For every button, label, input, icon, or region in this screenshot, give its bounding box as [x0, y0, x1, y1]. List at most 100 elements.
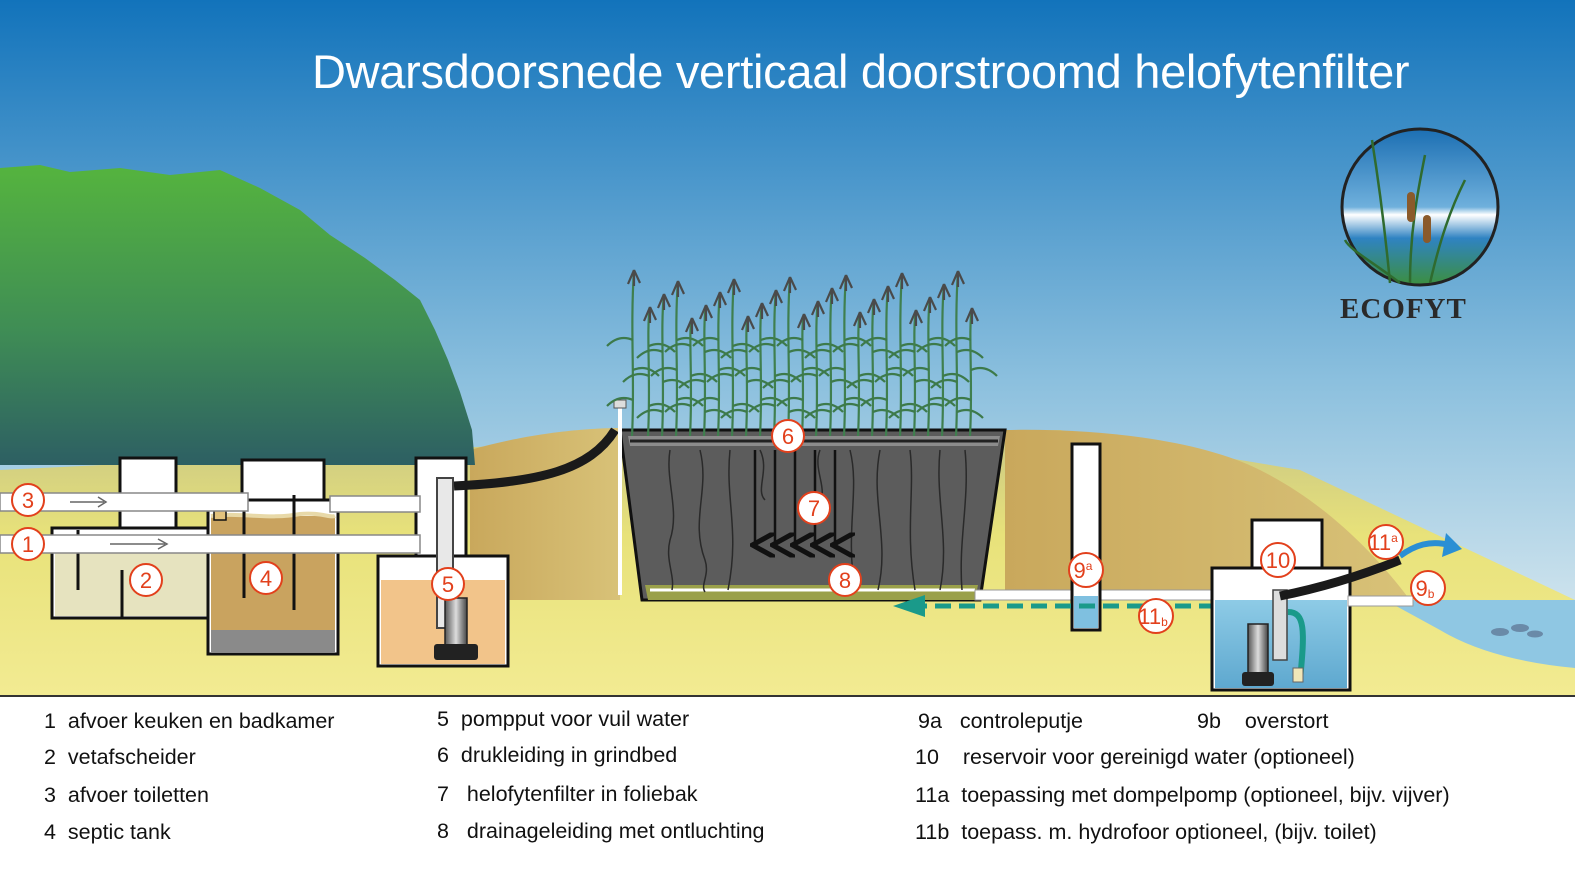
- reed-stem: [716, 291, 722, 437]
- reed-leaf: [748, 342, 776, 353]
- reed-leaf: [762, 378, 790, 389]
- reed-leaf: [902, 366, 930, 377]
- reed-leaf: [776, 336, 804, 347]
- legend-item-1: 1 afvoer keuken en badkamer: [44, 709, 335, 733]
- legend-item-11b: 11b toepass. m. hydrofoor optioneel, (bi…: [915, 820, 1377, 844]
- badge-4: 4: [249, 561, 283, 595]
- reed-leaf: [832, 402, 860, 413]
- reed-leaf: [636, 348, 664, 359]
- reed-stem: [702, 304, 708, 437]
- overflow-pipe: [1347, 595, 1414, 607]
- reeds: [606, 269, 998, 437]
- reed-leaf: [650, 366, 678, 377]
- legend-item-8: 8 drainageleiding met ontluchting: [437, 819, 765, 843]
- reed-stem: [730, 278, 736, 437]
- reed-plume: [642, 306, 657, 323]
- legend-item-4: 4 septic tank: [44, 820, 171, 844]
- reed-leaf: [846, 378, 874, 389]
- reed-leaf: [664, 342, 692, 353]
- legend-item-3: 3 afvoer toiletten: [44, 783, 209, 807]
- badge-1: 1: [11, 527, 45, 561]
- svg-text:10: 10: [1266, 548, 1290, 573]
- svg-text:8: 8: [839, 568, 851, 593]
- reed-stem: [674, 280, 680, 437]
- pump-pit-5: [376, 456, 510, 668]
- legend-item-11a: 11a toepassing met dompelpomp (optioneel…: [915, 783, 1450, 807]
- page-title: Dwarsdoorsnede verticaal doorstroomd hel…: [312, 45, 1410, 98]
- reed-leaf: [748, 402, 776, 413]
- reed-leaf: [720, 408, 748, 419]
- reed-plume: [712, 291, 727, 308]
- reed-leaf: [692, 396, 720, 407]
- legend-item-7: 7 helofytenfilter in foliebak: [437, 782, 698, 806]
- reed-leaf: [692, 336, 720, 347]
- reed-stem: [786, 276, 792, 437]
- reed-leaf: [790, 372, 818, 383]
- reed-leaf: [930, 378, 958, 389]
- badge-6: 6: [771, 419, 805, 453]
- reed-plume: [796, 313, 811, 330]
- reed-stem: [870, 298, 876, 437]
- reed-leaf: [664, 402, 692, 413]
- svg-text:4: 4: [260, 566, 272, 591]
- svg-text:9a: 9a: [1074, 558, 1093, 583]
- pipes: [0, 492, 421, 554]
- badge-11b: 11b: [1138, 598, 1174, 634]
- reed-plume: [824, 287, 839, 304]
- badge-8: 8: [828, 563, 862, 597]
- reed-stem: [940, 283, 946, 437]
- reed-leaf: [860, 396, 888, 407]
- svg-text:11a: 11a: [1368, 530, 1398, 555]
- reed-stem: [646, 306, 652, 437]
- reed-plume: [698, 304, 713, 321]
- legend-item-6: 6 drukleiding in grindbed: [437, 743, 678, 767]
- reed-leaf: [734, 366, 762, 377]
- reed-plume: [950, 270, 965, 287]
- reed-stem: [884, 285, 890, 437]
- fish-icon: [1491, 624, 1543, 638]
- reed-stem: [660, 293, 666, 437]
- reed-plume: [670, 280, 685, 297]
- svg-text:9b: 9b: [1416, 576, 1435, 601]
- reed-plume: [922, 296, 937, 313]
- svg-text:7: 7: [808, 496, 820, 521]
- reed-plume: [740, 315, 755, 332]
- reed-plume: [626, 269, 641, 286]
- svg-text:11b: 11b: [1138, 604, 1168, 629]
- reed-plume: [852, 311, 867, 328]
- reed-leaf: [776, 396, 804, 407]
- legend-item-10: 10 reservoir voor gereinigd water (optio…: [915, 745, 1355, 769]
- reed-leaf: [916, 342, 944, 353]
- svg-text:5: 5: [442, 572, 454, 597]
- legend: 1 afvoer keuken en badkamer 2 vetafschei…: [0, 695, 1575, 870]
- reed-plume: [908, 309, 923, 326]
- pressure-hose: [453, 427, 619, 491]
- reed-plume: [754, 302, 769, 319]
- reed-plume: [656, 293, 671, 310]
- reed-leaf: [622, 372, 650, 383]
- badge-3: 3: [11, 483, 45, 517]
- reed-leaf: [860, 336, 888, 347]
- reed-plume: [866, 298, 881, 315]
- reed-leaf: [606, 396, 634, 407]
- svg-text:6: 6: [782, 424, 794, 449]
- badge-11a: 11a: [1368, 524, 1404, 560]
- reed-leaf: [720, 348, 748, 359]
- svg-text:2: 2: [140, 568, 152, 593]
- reed-stem: [772, 289, 778, 437]
- reed-stem: [898, 272, 904, 437]
- reed-stem: [954, 270, 960, 437]
- badge-10: 10: [1260, 542, 1296, 578]
- reed-stem: [828, 287, 834, 437]
- reed-leaf: [804, 408, 832, 419]
- reed-leaf: [804, 348, 832, 359]
- reed-plume: [838, 274, 853, 291]
- reed-stem: [842, 274, 848, 437]
- reed-leaf: [874, 372, 902, 383]
- reed-stem: [814, 300, 820, 437]
- reed-stem: [630, 269, 636, 437]
- reed-stem: [968, 307, 974, 437]
- reservoir-10: [1210, 518, 1352, 692]
- reed-leaf: [888, 408, 916, 419]
